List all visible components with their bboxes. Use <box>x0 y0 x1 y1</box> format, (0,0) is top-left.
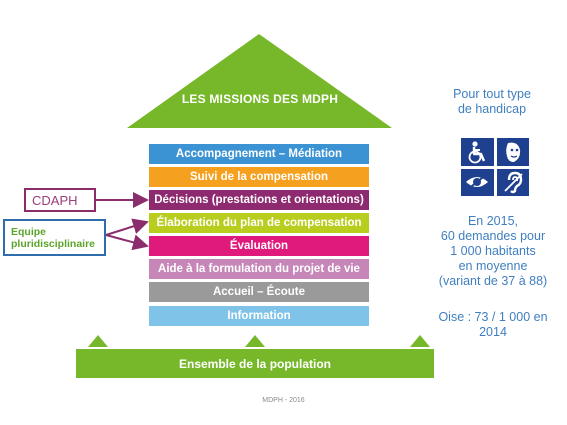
mission-band-suivi: Suivi de la compensation <box>149 167 369 187</box>
stats-line-2: 60 demandes pour <box>440 229 546 243</box>
base-population-bar: Ensemble de la population <box>76 349 434 378</box>
mission-band-elaboration: Élaboration du plan de compensation <box>149 213 369 233</box>
stats-line-1: En 2015, <box>467 214 519 228</box>
equipe-arrow-evaluation <box>105 234 149 251</box>
stats-block: En 2015, 60 demandes pour 1 000 habitant… <box>424 214 562 289</box>
stats-line-4: en moyenne <box>458 259 528 273</box>
handicap-icons <box>461 138 529 196</box>
left-triangle <box>88 335 108 347</box>
stats-line-5: (variant de 37 à 88) <box>438 274 548 288</box>
wheelchair-icon <box>461 138 494 166</box>
roof-title: LES MISSIONS DES MDPH <box>181 92 339 106</box>
equipe-arrow-elaboration <box>105 218 149 236</box>
oise-line-2: 2014 <box>479 325 507 339</box>
handicap-heading: Pour tout type de handicap <box>432 87 552 117</box>
ear-icon <box>496 168 529 196</box>
mission-band-accueil: Accueil – Écoute <box>149 282 369 302</box>
mission-band-information: Information <box>149 306 369 326</box>
handicap-line-1: Pour tout type <box>453 87 531 101</box>
right-triangle <box>410 335 430 347</box>
cdaph-label: CDAPH <box>24 188 96 212</box>
stats-line-3: 1 000 habitants <box>450 244 536 258</box>
eye-icon <box>461 168 494 196</box>
mission-band-aide: Aide à la formulation du projet de vie <box>149 259 369 279</box>
mission-band-decisions: Décisions (prestations et orientations) <box>149 190 369 210</box>
credit-footer: MDPH - 2016 <box>262 397 305 404</box>
mental-face-icon <box>496 138 529 166</box>
oise-line-1: Oise : 73 / 1 000 en <box>438 310 548 324</box>
handicap-line-2: de handicap <box>457 102 527 116</box>
equipe-label: Equipe pluridisciplinaire <box>3 219 106 256</box>
oise-block: Oise : 73 / 1 000 en 2014 <box>428 310 558 340</box>
mission-band-evaluation: Évaluation <box>149 236 369 256</box>
middle-triangle <box>245 335 265 347</box>
mission-band-accompagnement: Accompagnement – Médiation <box>149 144 369 164</box>
